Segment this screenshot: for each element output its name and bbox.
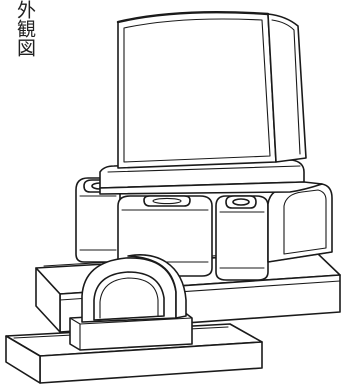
main-stone: [116, 11, 307, 169]
exterior-view-label: 外観図: [14, 0, 36, 57]
incense-arch: [69, 254, 193, 351]
